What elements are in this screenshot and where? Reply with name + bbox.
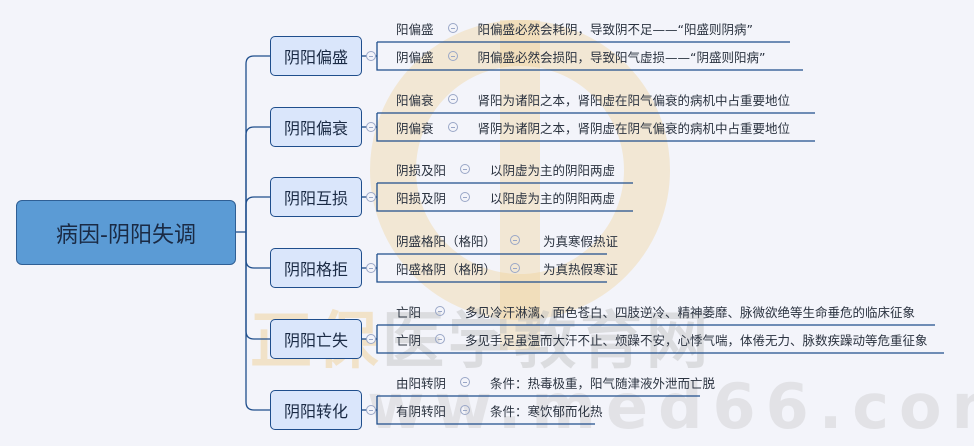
item-label: 由阳转阴 [396,375,447,391]
item-description[interactable]: 条件：寒饮郁而化热 [490,403,603,419]
branch-connector [245,55,270,232]
item-underline [376,396,595,425]
item-description[interactable]: 条件：热毒极重，阳气随津液外泄而亡脱 [490,375,716,391]
item-label: 阴损及阳 [396,162,447,178]
item-underline [376,113,815,142]
collapse-toggle-icon[interactable] [366,192,376,202]
item-node[interactable]: 阳偏盛 阳偏盛必然会耗阴，导致阴不足——“阳盛则阴病” [396,18,753,38]
collapse-minus-icon[interactable] [460,377,471,387]
item-node[interactable]: 有阴转阳 条件：寒饮郁而化热 [396,400,603,420]
collapse-toggle-icon[interactable] [366,334,376,344]
collapse-minus-icon[interactable] [447,23,458,33]
item-label: 阳损及阴 [396,190,447,206]
item-label: 阴偏衰 [396,120,434,136]
item-label: 亡阴 [396,332,422,348]
watermark-url: www.med66.com [300,370,974,443]
item-underline [376,254,607,283]
item-label: 阳盛格阴（格阴） [396,261,497,277]
root-node[interactable]: 病因-阴阳失调 [16,200,236,265]
branch-connector [245,232,270,340]
item-node[interactable]: 亡阳 多见冷汗淋漓、面色苍白、四肢逆冷、精神萎靡、脉微欲绝等生命垂危的临床征象 [396,301,915,321]
collapse-minus-icon[interactable] [447,94,458,104]
item-label: 阴偏盛 [396,49,434,65]
item-description[interactable]: 为真寒假热证 [543,233,619,249]
item-label: 阳偏盛 [396,21,434,37]
item-node[interactable]: 阳偏衰 肾阳为诸阳之本，肾阳虚在阳气偏衰的病机中占重要地位 [396,89,790,109]
item-description[interactable]: 阴偏盛必然会损阳，导致阳气虚损——“阴盛则阳病” [477,49,766,65]
branch-connector [245,232,270,411]
item-node[interactable]: 由阳转阴 条件：热毒极重，阳气随津液外泄而亡脱 [396,372,715,392]
collapse-minus-icon[interactable] [435,334,446,344]
item-label: 有阴转阳 [396,403,447,419]
collapse-toggle-icon[interactable] [366,405,376,415]
branch-connector [245,196,270,232]
category-node[interactable]: 阴阳亡失 [270,319,362,359]
category-node[interactable]: 阴阳格拒 [270,248,362,288]
collapse-minus-icon[interactable] [510,263,521,273]
item-underline [376,42,803,71]
item-label: 阳偏衰 [396,92,434,108]
branch-connector [245,126,270,232]
category-node[interactable]: 阴阳转化 [270,390,362,430]
item-description[interactable]: 肾阳为诸阳之本，肾阳虚在阳气偏衰的病机中占重要地位 [477,92,791,108]
item-description[interactable]: 为真热假寒证 [543,261,619,277]
item-underline [376,183,633,212]
watermark-logo-bar [500,20,540,350]
collapse-minus-icon[interactable] [510,235,521,245]
collapse-minus-icon[interactable] [447,51,458,61]
collapse-minus-icon[interactable] [435,306,446,316]
item-description[interactable]: 阳偏盛必然会耗阴，导致阴不足——“阳盛则阴病” [477,21,753,37]
item-node[interactable]: 阴偏衰 肾阴为诸阴之本，肾阴虚在阴气偏衰的病机中占重要地位 [396,117,790,137]
item-description[interactable]: 多见冷汗淋漓、面色苍白、四肢逆冷、精神萎靡、脉微欲绝等生命垂危的临床征象 [465,304,916,320]
item-node[interactable]: 阴盛格阳（格阳） 为真寒假热证 [396,230,618,250]
item-label: 阴盛格阳（格阳） [396,233,497,249]
item-node[interactable]: 阴偏盛 阴偏盛必然会损阳，导致阳气虚损——“阴盛则阳病” [396,46,765,66]
item-node[interactable]: 阳损及阴 以阳虚为主的阴阳两虚 [396,187,615,207]
branch-connector [245,232,270,269]
collapse-minus-icon[interactable] [447,122,458,132]
item-node[interactable]: 阳盛格阴（格阴） 为真热假寒证 [396,258,618,278]
item-node[interactable]: 阴损及阳 以阴虚为主的阴阳两虚 [396,159,615,179]
item-description[interactable]: 肾阴为诸阴之本，肾阴虚在阴气偏衰的病机中占重要地位 [477,120,791,136]
collapse-minus-icon[interactable] [460,405,471,415]
item-underline [376,325,944,354]
collapse-toggle-icon[interactable] [366,122,376,132]
item-node[interactable]: 亡阴 多见手足虽温而大汗不止、烦躁不安，心悸气喘，体倦无力、脉数疾躁动等危重征象 [396,329,928,349]
collapse-minus-icon[interactable] [460,164,471,174]
item-label: 亡阳 [396,304,422,320]
item-description[interactable]: 以阴虚为主的阴阳两虚 [490,162,616,178]
collapse-minus-icon[interactable] [460,192,471,202]
collapse-toggle-icon[interactable] [366,263,376,273]
category-node[interactable]: 阴阳偏盛 [270,36,362,76]
item-description[interactable]: 多见手足虽温而大汗不止、烦躁不安，心悸气喘，体倦无力、脉数疾躁动等危重征象 [465,332,928,348]
category-node[interactable]: 阴阳偏衰 [270,107,362,147]
collapse-toggle-icon[interactable] [366,51,376,61]
category-node[interactable]: 阴阳互损 [270,177,362,217]
item-description[interactable]: 以阳虚为主的阴阳两虚 [490,190,616,206]
